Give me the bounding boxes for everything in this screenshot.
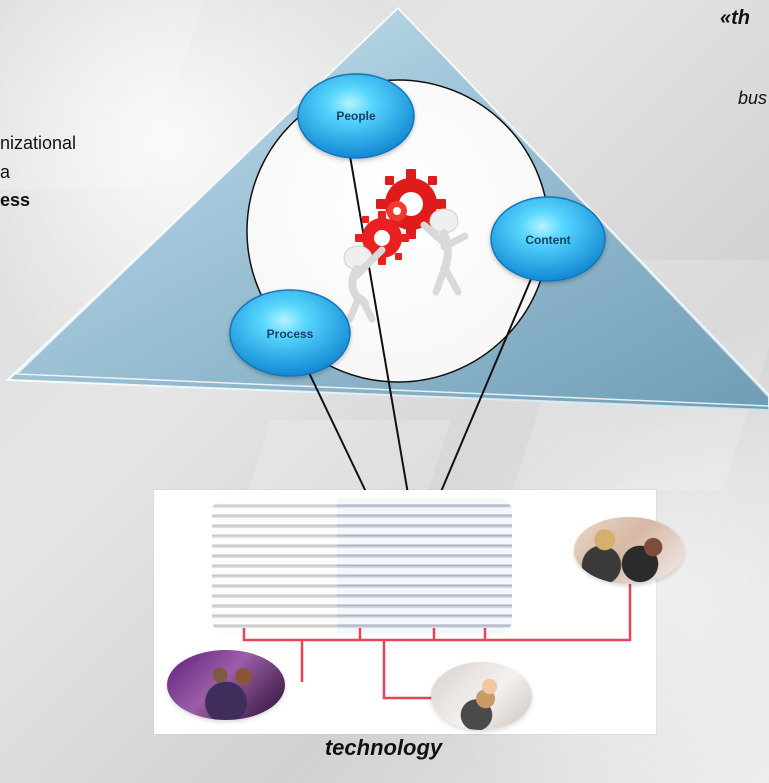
triangle-highlight [15,6,769,407]
photo-bottom-center [431,662,532,730]
line-content [439,238,549,495]
network-connectors [242,584,632,700]
left-text-line-2: a [0,162,11,182]
connector-main [242,584,632,642]
top-right-business: bus [738,88,768,108]
line-people [343,120,409,495]
photo-top-right [574,517,684,584]
technology-label: technology [324,735,443,760]
paper-stack [212,498,512,634]
photo-bottom-left [167,650,285,720]
figures-icon [343,208,469,323]
left-text-line-1: nizational [0,133,77,153]
left-text-line-3: ess [0,190,31,210]
connector-center-branch [382,640,452,700]
top-right-quote: «th [720,7,750,29]
gears-icon [355,169,446,265]
